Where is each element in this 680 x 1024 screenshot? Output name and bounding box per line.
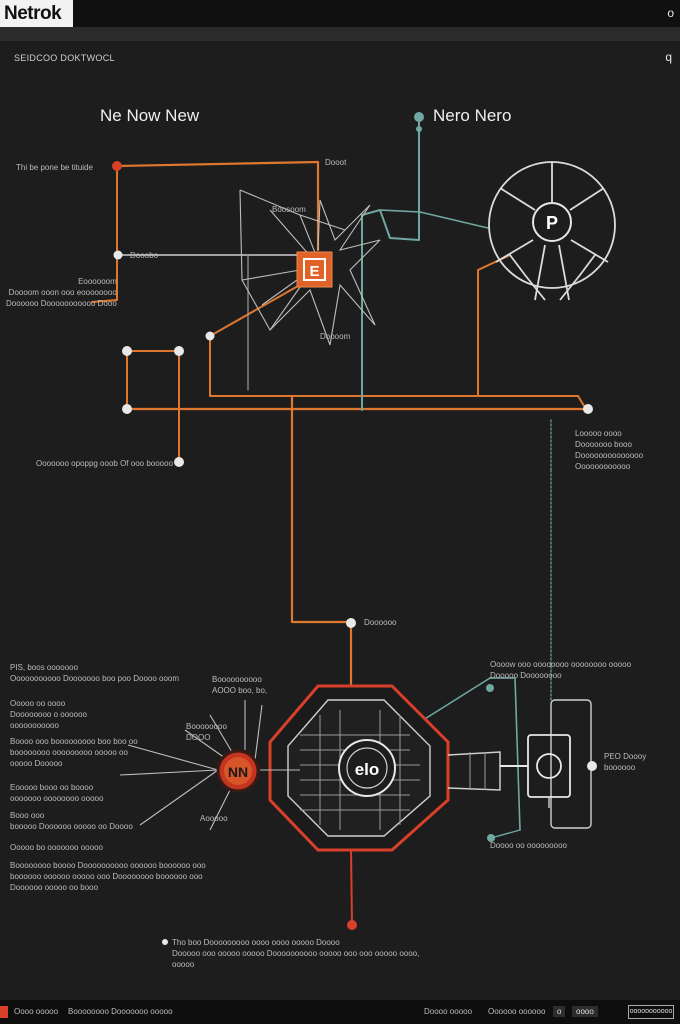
footer-control-2[interactable]: oooo [572, 1006, 598, 1017]
label-top-left: Thi be pone be tituide [16, 163, 93, 172]
label-device: PEO Doooy boooooo [604, 752, 647, 772]
label-spoke-mid: Boooooooo DOOO [186, 722, 227, 742]
wire-teal-vertical [361, 116, 420, 411]
footer-mid-text[interactable]: Boooooooo Dooooooo ooooo [68, 1007, 173, 1016]
label-top-center: Dooot [325, 158, 347, 167]
footer-control-1[interactable]: o [553, 1006, 566, 1017]
bottom-engine: elo [268, 684, 528, 852]
heading-right: Nero Nero [433, 106, 512, 125]
wire-orange-down [290, 394, 353, 690]
top-bar [0, 0, 680, 27]
footer-marker [0, 1006, 8, 1018]
label-bottom-left-2: Ooooo oo oooo Doooooooo o oooooo ooooooo… [10, 699, 87, 730]
node-teal-top [414, 112, 424, 122]
engine-chip-label: elo [355, 760, 380, 779]
node-white-1 [113, 250, 123, 260]
node-white-5 [174, 457, 184, 467]
left-hub-label: NN [228, 764, 248, 780]
label-teal-bottom: Doooo oo ooooooooo [490, 841, 567, 850]
node-teal-bottom [487, 834, 495, 842]
label-spoke-bottom: Aooooo [200, 814, 228, 823]
wire-teal-diag [419, 677, 491, 723]
footer-right-text-1[interactable]: Doooo ooooo [424, 1007, 473, 1016]
footer-right-text-2[interactable]: Oooooo oooooo [488, 1007, 546, 1016]
heading-left: Ne Now New [100, 106, 200, 125]
right-device [527, 699, 592, 829]
wire-red-bottom [350, 847, 353, 926]
label-bottom-left-6: Ooooo bo ooooooo ooooo [10, 843, 103, 852]
footer-bar [0, 1000, 680, 1024]
app-logo[interactable]: Netrok [0, 0, 74, 27]
label-bottom-note: Tho boo Dooooooooo oooo oooo ooooo Doooo… [172, 938, 420, 969]
footer-left-text[interactable]: Oooo ooooo [14, 1007, 59, 1016]
label-bottom-left-1: PIS, boos ooooooo Ooooooooooo Dooooooo b… [10, 663, 180, 683]
wire-orange-left [91, 165, 118, 303]
label-left-block: Eoooooom Doooom ooon ooo eoooooooo Doooo… [6, 277, 117, 308]
fan-diagram [488, 161, 616, 301]
top-control-button[interactable]: o [667, 6, 674, 20]
wire-teal-device [489, 677, 521, 831]
wire-orange-loop [209, 335, 587, 410]
top-hub-label: E [309, 263, 319, 280]
wire-teal-fan [379, 209, 489, 229]
fan-label: P [546, 213, 558, 233]
label-spoke-top: Boooooooooo AOOO boo, bo, [212, 675, 268, 695]
top-hub-box [296, 251, 333, 288]
top-hub-web [239, 189, 381, 346]
corner-control-button[interactable]: q [665, 50, 672, 64]
wire-orange-diag [209, 281, 306, 337]
node-white-4 [122, 404, 132, 414]
node-white-bottom [162, 939, 168, 945]
node-white-3 [174, 346, 184, 356]
label-web-top: Boosoom [272, 205, 306, 214]
label-bottom-left-3: Boooo ooo booooooooo boo boo oo booooooo… [10, 737, 138, 768]
node-white-8 [346, 618, 356, 628]
label-right-top: Oooow ooo oooooooo oooooooo ooooo Dooooo… [490, 660, 632, 680]
node-white-2 [122, 346, 132, 356]
wire-orange-right [477, 254, 511, 397]
label-web-bottom: Doooom [320, 332, 351, 341]
node-white-device [587, 761, 597, 771]
node-red-bottom [347, 920, 357, 930]
left-hub-spokes [119, 700, 300, 831]
label-node-1: Dooobo [130, 251, 159, 260]
label-bottom-left-5: Booo ooo booooo Doooooo ooooo oo Doooo [10, 811, 133, 831]
node-white-7 [583, 404, 593, 414]
wire-orange-box [126, 350, 180, 463]
label-bottom-left-4: Eooooo booo oo boooo ooooooo oooooooo oo… [10, 783, 104, 803]
label-right-block: Looooo oooo Dooooooo booo Dooooooooooooo… [575, 429, 644, 471]
node-red-top [112, 161, 122, 171]
label-node-5: Ooooooo opoppg ooob Of ooo booooo [36, 459, 174, 468]
sub-bar [0, 27, 680, 41]
fan-hub [532, 202, 572, 242]
diagram-subtitle: SEIDCOO DOKTWOCL [14, 53, 115, 63]
node-teal-right [486, 684, 494, 692]
footer-box-button[interactable]: ooooooooooo [628, 1005, 674, 1019]
label-node-8: Doooooo [364, 618, 397, 627]
label-bottom-left-7: Boooooooo boooo Doooooooooo oooooo boooo… [10, 861, 206, 892]
node-white-6 [205, 331, 215, 341]
nodes [112, 112, 597, 945]
node-teal-mid [416, 126, 422, 132]
wire-teal-bottom [490, 829, 521, 839]
